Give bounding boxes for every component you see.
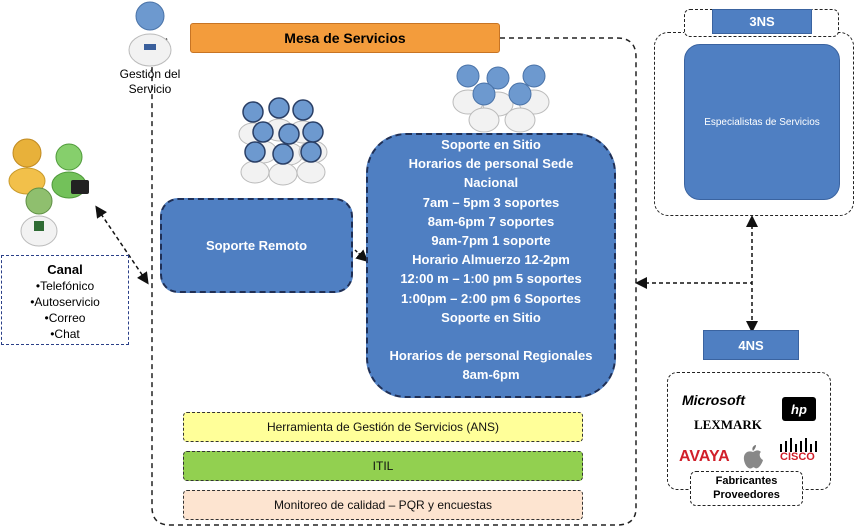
sitio-line [368, 327, 614, 346]
canal-item: •Chat [50, 327, 80, 341]
avaya-logo: AVAYA [679, 448, 730, 465]
ns3-label: 3NS [749, 14, 775, 29]
canal-people-icon [8, 138, 89, 247]
microsoft-logo: Microsoft [682, 392, 745, 408]
mesa-title: Mesa de Servicios [284, 30, 406, 46]
canal-title: Canal [47, 262, 83, 277]
ns3-specialists-box: Especialistas de Servicios [684, 44, 840, 200]
itil-bar: ITIL [183, 451, 583, 481]
canal-item: •Autoservicio [30, 295, 100, 309]
hp-logo: hp [782, 397, 816, 421]
sitio-line: Soporte en Sitio [441, 137, 541, 152]
canal-item: •Telefónico [35, 279, 95, 293]
sitio-line: 1:00pm – 2:00 pm 6 Soportes [401, 290, 581, 306]
fabricantes-label-line1: Fabricantes [715, 475, 778, 487]
gestion-label: Gestión del Servicio [110, 67, 190, 97]
onsite-support-team-icon [452, 64, 550, 133]
gestion-label-line1: Gestión del [119, 67, 181, 81]
main-container-outline [151, 37, 637, 526]
apple-logo-icon [743, 445, 763, 469]
ns4-label-box: 4NS [703, 330, 799, 360]
ns3-specialists-label: Especialistas de Servicios [704, 116, 820, 128]
gestion-person-icon [128, 1, 172, 67]
remote-support-team-icon [238, 97, 328, 186]
fabricantes-label-box: Fabricantes Proveedores [690, 471, 803, 506]
sitio-line: Horarios de personal Sede [408, 156, 574, 172]
sitio-line: 7am – 5pm 3 soportes [422, 194, 560, 210]
soporte-remoto-box: Soporte Remoto [160, 198, 353, 293]
sitio-line: 12:00 m – 1:00 pm 5 soportes [400, 271, 582, 287]
fabricantes-label-line2: Proveedores [713, 489, 780, 501]
sitio-line: Soporte en Sitio [441, 309, 541, 325]
monitoreo-label: Monitoreo de calidad – PQR y encuestas [273, 498, 493, 512]
sitio-line: Horario Almuerzo 12-2pm [412, 252, 570, 268]
monitoreo-bar: Monitoreo de calidad – PQR y encuestas [183, 490, 583, 520]
sitio-line: 9am-7pm 1 soporte [431, 233, 551, 249]
gestion-label-line2: Servicio [128, 82, 172, 96]
soporte-remoto-label: Soporte Remoto [205, 238, 308, 253]
ns4-label: 4NS [738, 337, 764, 353]
herramienta-label: Herramienta de Gestión de Servicios (ANS… [266, 420, 500, 434]
canal-box: Canal •Telefónico •Autoservicio •Correo … [1, 255, 129, 345]
sitio-line: Nacional [463, 175, 519, 191]
itil-label: ITIL [372, 459, 394, 473]
mesa-servicios-header: Mesa de Servicios [190, 23, 500, 53]
herramienta-bar: Herramienta de Gestión de Servicios (ANS… [183, 412, 583, 442]
soporte-sitio-box: Soporte en Sitio Horarios de personal Se… [366, 133, 616, 398]
cisco-bars-icon [780, 438, 817, 452]
sitio-line: Horarios de personal Regionales [389, 348, 593, 364]
canal-arrow [95, 205, 149, 285]
remoto-sitio-arrow [354, 249, 369, 263]
cisco-logo: CISCO [780, 451, 815, 463]
sitio-line: 8am-6pm 7 soportes [427, 213, 555, 229]
canal-item: •Correo [44, 311, 86, 325]
lexmark-logo: LEXMARK [694, 417, 762, 432]
ns3-label-box: 3NS [712, 9, 812, 34]
sitio-line: 8am-6pm [462, 367, 520, 383]
hp-logo-text: hp [791, 401, 807, 417]
